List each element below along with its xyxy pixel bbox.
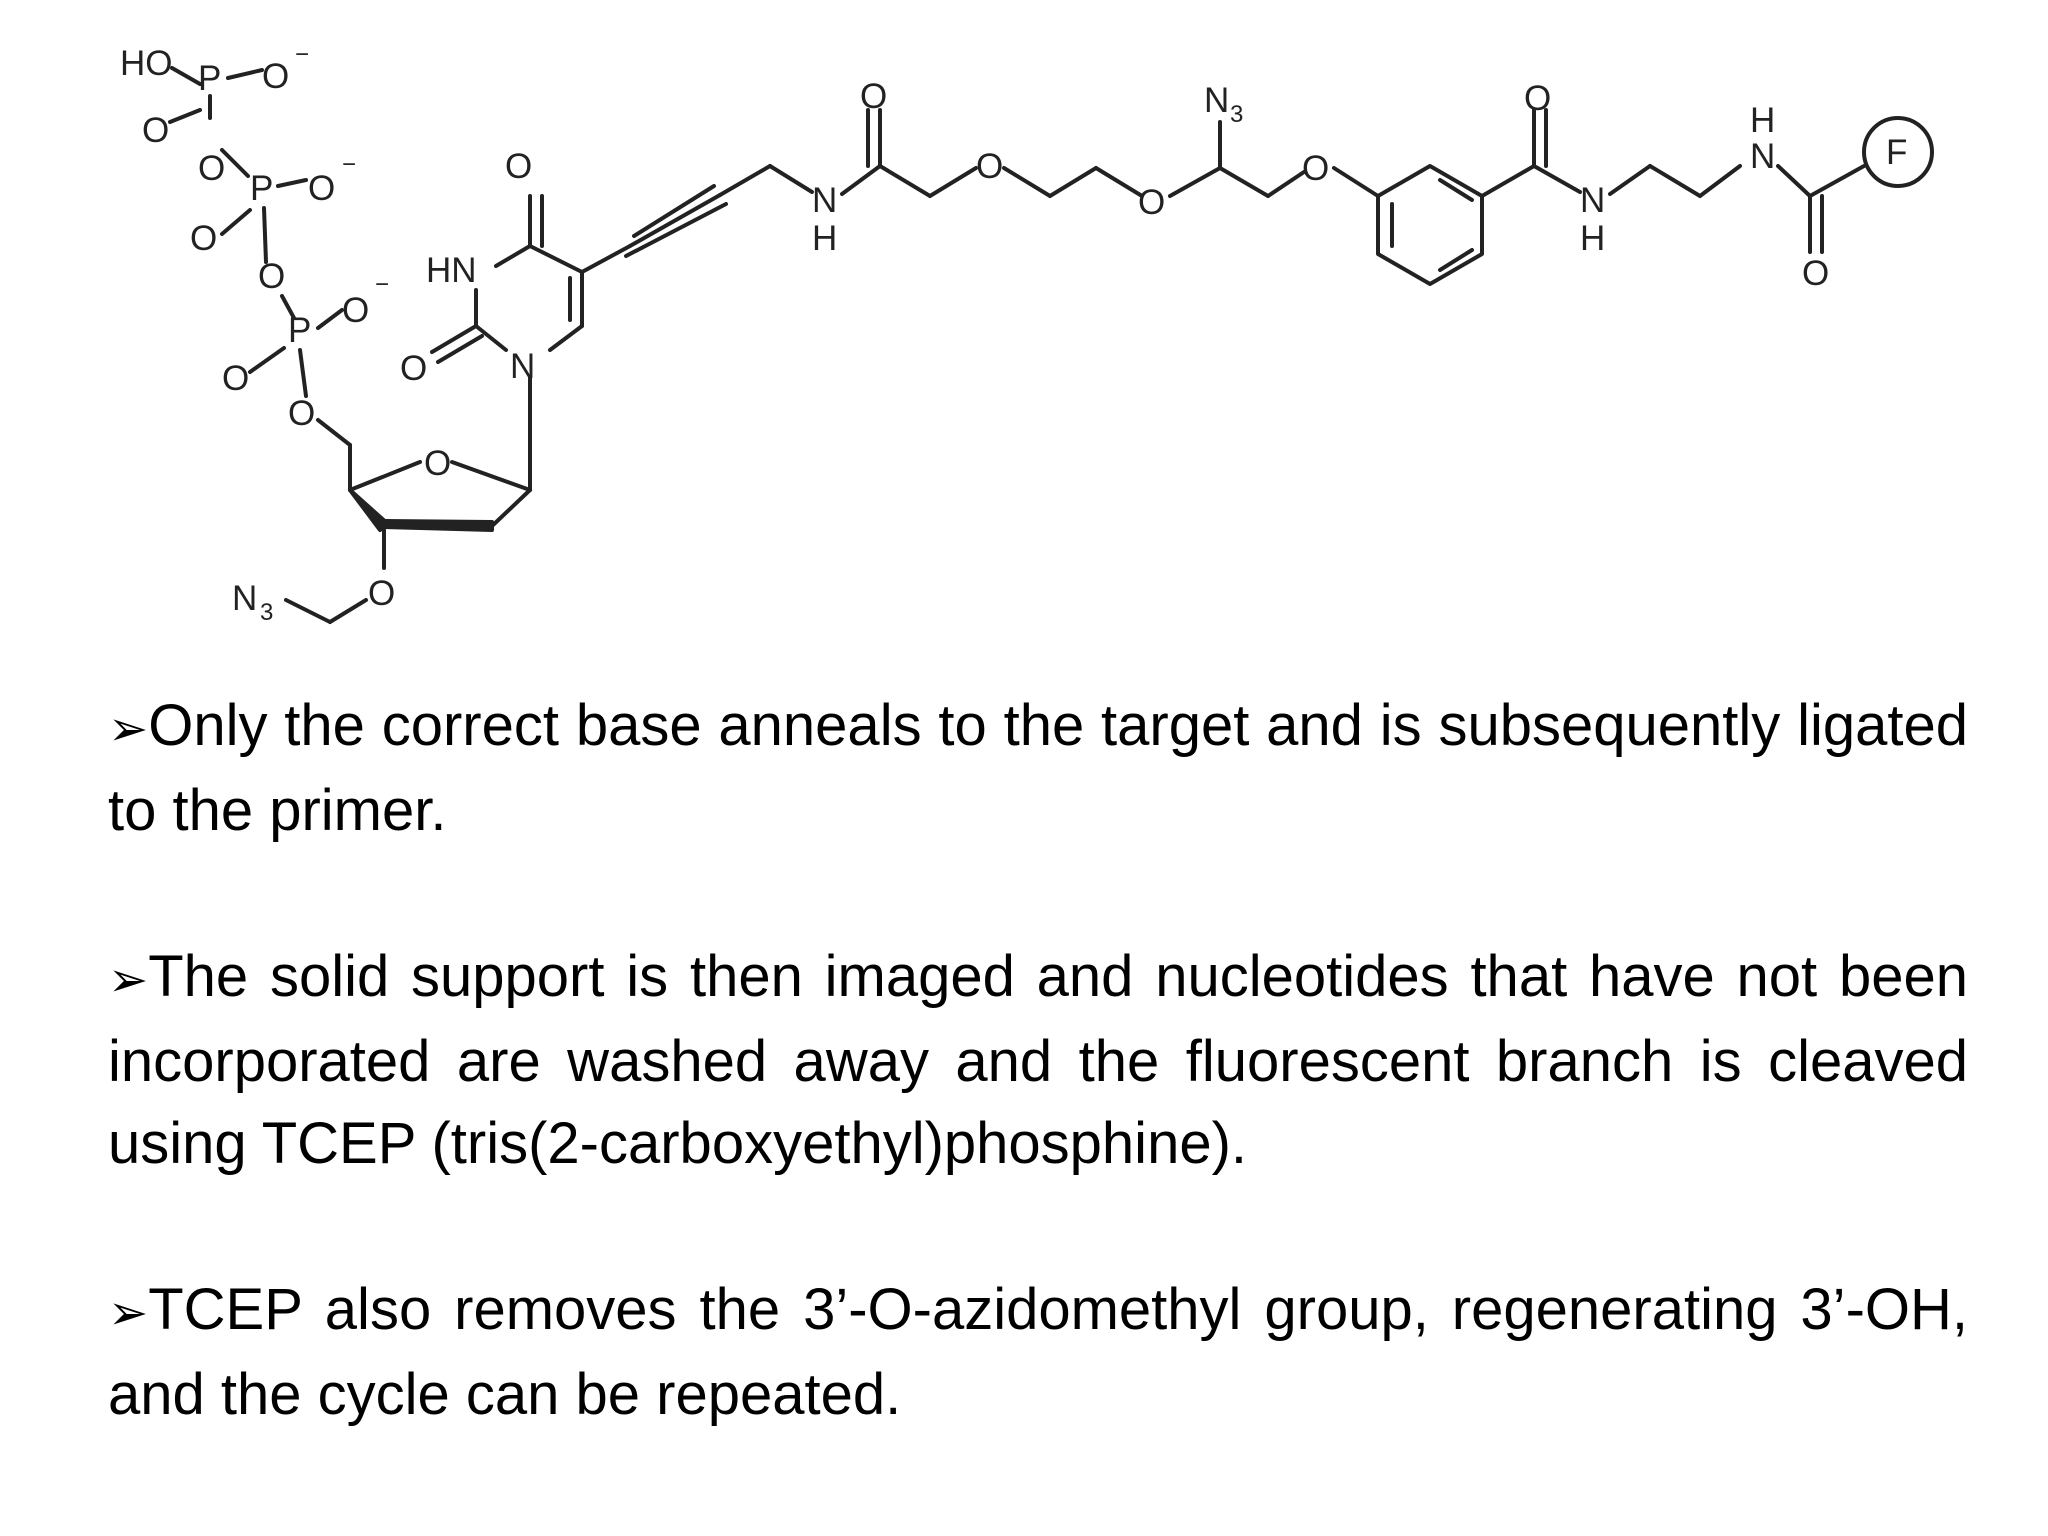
svg-text:O: O xyxy=(342,291,369,330)
svg-text:O: O xyxy=(424,444,451,483)
svg-text:P: P xyxy=(250,169,273,208)
svg-text:O: O xyxy=(368,574,395,613)
svg-text:O: O xyxy=(222,359,249,398)
bullet-item: ➢The solid support is then imaged and nu… xyxy=(108,936,1968,1185)
svg-text:P: P xyxy=(198,59,221,98)
fluorophore-label: F xyxy=(1886,133,1907,172)
svg-text:N: N xyxy=(1580,181,1605,220)
svg-text:N: N xyxy=(812,181,837,220)
svg-text:N: N xyxy=(1750,137,1775,176)
svg-text:O: O xyxy=(190,219,217,258)
nucleobase-ring: N HN O O xyxy=(400,147,584,388)
svg-text:H: H xyxy=(1750,101,1775,140)
azide-label: N xyxy=(1204,81,1229,120)
svg-text:O: O xyxy=(258,257,285,296)
svg-text:O: O xyxy=(308,169,335,208)
svg-text:H: H xyxy=(1580,219,1605,258)
arrow-bullet-icon: ➢ xyxy=(108,1285,149,1341)
svg-text:O: O xyxy=(860,77,887,116)
svg-text:H: H xyxy=(812,219,837,258)
benzene-ring: O N H H N O F xyxy=(1376,79,1934,293)
svg-text:HN: HN xyxy=(426,251,477,290)
svg-text:O: O xyxy=(1302,149,1329,188)
bullet-text: TCEP also removes the 3’-O-azidomethyl g… xyxy=(108,1277,1968,1427)
arrow-bullet-icon: ➢ xyxy=(108,952,149,1008)
bullet-text: The solid support is then imaged and nuc… xyxy=(108,944,1968,1176)
triphosphate-group: HO P O − O O P O − O O P O − O O xyxy=(120,41,389,447)
svg-text:O: O xyxy=(976,147,1003,186)
fluorophore-circle xyxy=(1862,116,1934,188)
svg-text:O: O xyxy=(142,111,169,150)
arrow-bullet-icon: ➢ xyxy=(108,701,149,757)
svg-text:O: O xyxy=(198,149,225,188)
svg-text:3: 3 xyxy=(1230,101,1243,128)
svg-text:O: O xyxy=(262,57,289,96)
deoxyribose-ring: O O N 3 xyxy=(232,376,532,626)
svg-text:−: − xyxy=(295,41,309,68)
svg-text:O: O xyxy=(288,394,315,433)
hydroxyl-label: HO xyxy=(120,44,173,83)
svg-text:−: − xyxy=(342,151,356,178)
svg-text:O: O xyxy=(1138,183,1165,222)
svg-text:O: O xyxy=(1802,254,1829,293)
svg-text:3: 3 xyxy=(260,599,273,626)
svg-text:−: − xyxy=(375,271,389,298)
bullet-list: ➢Only the correct base anneals to the ta… xyxy=(108,685,1968,1520)
svg-text:O: O xyxy=(400,349,427,388)
bullet-item: ➢Only the correct base anneals to the ta… xyxy=(108,685,1968,852)
propargyl-linker: N H O O O N 3 O xyxy=(580,77,1380,274)
svg-text:P: P xyxy=(288,311,311,350)
svg-text:O: O xyxy=(1524,79,1551,118)
chemical-structure: HO P O − O O P O − O O P O − O O O xyxy=(120,41,1934,626)
svg-text:N: N xyxy=(510,347,535,386)
svg-text:O: O xyxy=(505,147,532,186)
bullet-item: ➢TCEP also removes the 3’-O-azidomethyl … xyxy=(108,1269,1968,1436)
azidomethyl-label: N xyxy=(232,579,257,618)
bullet-text: Only the correct base anneals to the tar… xyxy=(108,693,1968,843)
